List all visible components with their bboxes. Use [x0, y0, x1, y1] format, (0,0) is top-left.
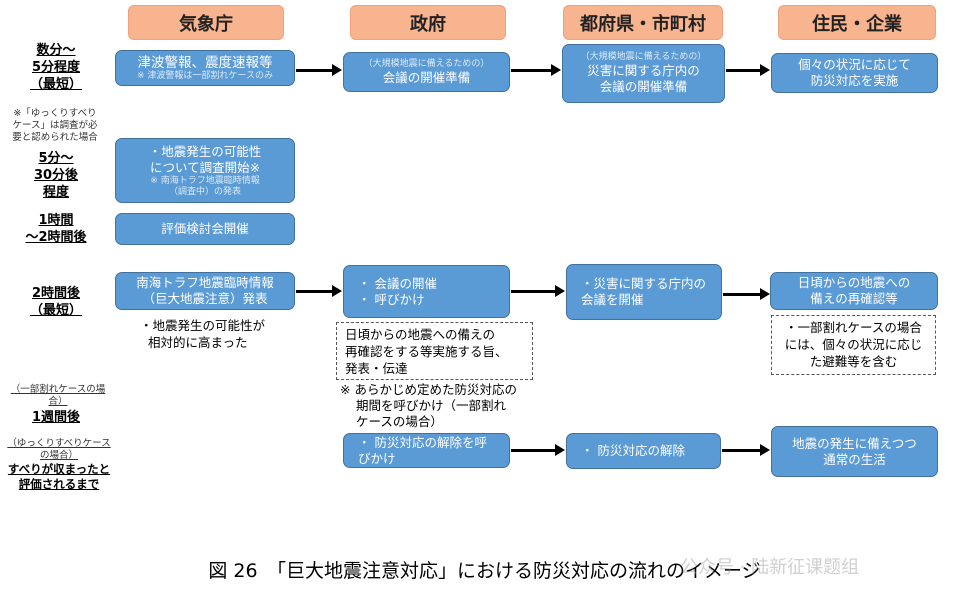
slow-slip-note: ※「ゆっくりすべり ケース」は調査が必 要と認められた場合: [2, 108, 108, 144]
watermark: 公众号 · 陆新征课题组: [680, 557, 860, 578]
time-text: 1時間: [38, 213, 74, 228]
box-title: （巨大地震注意）発表: [142, 291, 268, 306]
arrow: [296, 285, 342, 297]
gov-release-box: ・ 防災対応の解除を呼 びかけ: [343, 433, 510, 468]
box-title: 個々の状況に応じて: [798, 57, 911, 72]
box-title: 津波警報、震度速報等: [137, 54, 273, 71]
residents-dashed-note: ・一部割れケースの場合 には、個々の状況に応じ た避難等を含む: [771, 315, 936, 375]
time-text: 30分後: [33, 168, 79, 183]
time-text: （最短）: [29, 303, 82, 318]
gov-meeting-prep-box: （大規模地震に備えるための） 会議の開催準備: [343, 52, 510, 92]
tsunami-warning-box: 津波警報、震度速報等 ※ 津波警報は一部割れケースのみ: [115, 50, 295, 86]
investigation-box: ・地震発生の可能性 について調査開始※ ※ 南海トラフ地震臨時情報 （調査中）の…: [115, 138, 295, 203]
arrow: [511, 444, 565, 456]
slow-slip-case-note: （ゆっくりすべりケースの場合）: [7, 438, 111, 461]
time-label-2: 5分〜 30分後 程度: [10, 150, 102, 201]
box-title: ・災害に関する庁内の: [581, 276, 707, 291]
box-note: （調査中）の発表: [168, 186, 241, 197]
gov-period-note: ※ あらかじめ定めた防災対応の 期間を呼びかけ（一部割れ ケースの場合）: [340, 382, 517, 430]
time-text: 数分〜: [36, 43, 76, 58]
text-line: 期間を呼びかけ（一部割れ: [356, 398, 507, 413]
time-text: 5分〜: [38, 151, 74, 166]
pref-release-box: ・ 防災対応の解除: [566, 433, 721, 469]
possibility-text: ・地震発生の可能性が 相対的に高まった: [140, 317, 265, 351]
gov-dashed-note: 日頃からの地震への備えの 再確認をする等実施する旨、 発表・伝達: [336, 322, 533, 380]
gov-meeting-box: ・ 会議の開催 ・ 呼びかけ: [343, 265, 510, 318]
text-line: ・一部割れケースの場合: [785, 320, 922, 335]
text-line: には、個々の状況に応じ: [784, 337, 923, 352]
note-line: ケース」は調査が必: [12, 120, 98, 131]
time-text: 2時間後: [31, 286, 81, 301]
header-government: 政府: [350, 5, 506, 40]
residents-reconfirm-box: 日頃からの地震への 備えの再確認等: [770, 272, 938, 310]
pref-meeting-prep-box: （大規模地震に備えるための） 災害に関する庁内の 会議の開催準備: [562, 44, 725, 103]
partial-case-note: （一部割れケースの場合）: [10, 384, 106, 407]
box-title: 防災対応を実施: [810, 73, 899, 88]
text-line: た避難等を含む: [809, 354, 898, 369]
text-line: ※ あらかじめ定めた防災対応の: [340, 382, 517, 397]
box-item: ・ 会議の開催: [358, 275, 437, 291]
time-label-3: 1時間 〜2時間後: [5, 212, 107, 246]
time-text: 〜2時間後: [25, 230, 87, 245]
box-title: について調査開始※: [149, 159, 261, 175]
text-line: ・地震発生の可能性が: [140, 318, 266, 333]
box-title: 会議の開催準備: [599, 79, 688, 94]
header-residents: 住民・企業: [778, 5, 936, 40]
residents-action-box: 個々の状況に応じて 防災対応を実施: [771, 53, 938, 93]
header-prefecture: 都府県・市町村: [563, 5, 723, 40]
time-text: すべりが収まったと: [7, 462, 111, 476]
text-line: 再確認をする等実施する旨、: [345, 344, 508, 359]
time-text: 1週間後: [31, 410, 81, 425]
figure-caption: 図 26 「巨大地震注意対応」における防災対応の流れのイメージ: [208, 560, 761, 582]
text-line: ケースの場合）: [356, 414, 443, 429]
box-title: ・ 防災対応の解除を呼: [358, 434, 487, 450]
time-label-1: 数分〜 5分程度 （最短）: [10, 42, 102, 93]
time-text: （最短）: [29, 77, 82, 92]
box-title: 地震の発生に備えつつ: [792, 435, 917, 451]
box-note: （大規模地震に備えるための）: [363, 58, 490, 69]
arrow: [296, 64, 342, 76]
box-title: びかけ: [358, 450, 396, 466]
nankai-info-box: 南海トラフ地震臨時情報 （巨大地震注意）発表: [115, 272, 295, 310]
time-label-5: 1週間後: [10, 409, 102, 426]
text-line: 日頃からの地震への備えの: [345, 327, 496, 342]
box-title: 災害に関する庁内の: [587, 63, 700, 78]
arrow: [726, 64, 770, 76]
time-text: 5分程度: [31, 60, 81, 75]
time-label-4: 2時間後 （最短）: [10, 285, 102, 319]
box-title: 通常の生活: [823, 451, 886, 467]
box-title: 備えの再確認等: [810, 291, 898, 306]
box-item: ・ 呼びかけ: [358, 291, 425, 307]
residents-normal-life-box: 地震の発生に備えつつ 通常の生活: [771, 426, 938, 477]
evaluation-meeting-box: 評価検討会開催: [115, 213, 295, 245]
time-label-6: すべりが収まったと 評価されるまで: [4, 462, 114, 492]
arrow: [722, 444, 770, 456]
box-title: 南海トラフ地震臨時情報: [136, 275, 274, 290]
note-line: 要と認められた場合: [12, 132, 98, 143]
arrow: [723, 288, 770, 300]
note-line: ※「ゆっくりすべり: [13, 108, 97, 119]
time-text: 評価されるまで: [18, 477, 100, 491]
arrow: [511, 64, 561, 76]
box-note: （大規模地震に備えるための）: [580, 52, 707, 62]
text-line: 発表・伝達: [345, 361, 408, 376]
box-title: 会議を開催: [581, 292, 644, 307]
text-line: 相対的に高まった: [148, 335, 248, 350]
box-title: ・地震発生の可能性: [148, 143, 262, 159]
pref-meeting-box: ・災害に関する庁内の 会議を開催: [566, 264, 722, 320]
header-jma: 気象庁: [128, 5, 284, 40]
box-title: 会議の開催準備: [382, 69, 471, 85]
box-title: 日頃からの地震への: [797, 275, 911, 290]
box-note: ※ 南海トラフ地震臨時情報: [150, 175, 260, 186]
time-text: 程度: [42, 185, 69, 200]
arrow: [511, 285, 565, 297]
box-note: ※ 津波警報は一部割れケースのみ: [137, 70, 273, 81]
